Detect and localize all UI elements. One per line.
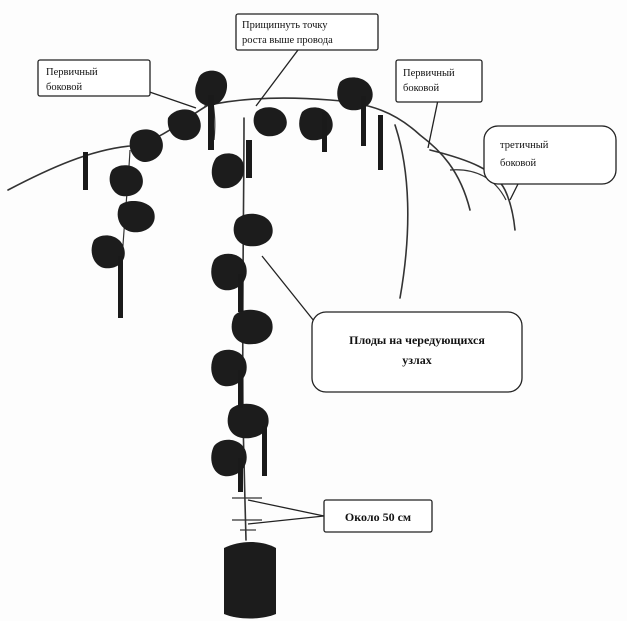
primary-wire-vine (204, 97, 471, 211)
label-right-lateral-line2: боковой (403, 83, 440, 94)
fruit-upper-left-2 (129, 129, 163, 162)
fruit-center-6 (227, 403, 269, 439)
fruit-right-top-2 (299, 107, 333, 141)
label-top-center-line1: Прищипнуть точку (242, 20, 328, 31)
fruit-left-4 (117, 200, 155, 233)
label-right-lateral: Первичный боковой (395, 59, 483, 103)
tertiary-lateral-vine (429, 149, 516, 231)
label-fruits: Плоды на чередующихся узлах (311, 311, 523, 393)
fruit-right-top-3 (337, 77, 373, 111)
tertiary-lateral-branch (449, 169, 507, 201)
fruits (91, 70, 373, 477)
fruit-center-2 (233, 213, 273, 247)
leader-top-center (255, 49, 299, 107)
fruit-center-4 (231, 309, 273, 345)
leader-right-lateral (427, 99, 439, 149)
fruit-right-top-1 (253, 107, 287, 137)
fruit-stalks (83, 95, 383, 492)
leader-spacing-2 (247, 515, 325, 525)
label-tertiary-line1: третичный (500, 140, 549, 151)
fruit-left-3 (109, 165, 143, 197)
fruit-top-center (195, 70, 228, 106)
fruit-upper-left-1 (167, 109, 201, 141)
label-spacing-text: Около 50 см (345, 510, 411, 524)
label-tertiary-line2: боковой (500, 158, 537, 169)
label-right-lateral-line1: Первичный (403, 68, 455, 79)
pot (224, 542, 276, 619)
fruit-center-5 (211, 349, 247, 387)
right-primary-lateral-droop (394, 124, 409, 299)
label-tertiary: третичный боковой (483, 125, 617, 185)
spacing-markers (232, 497, 262, 531)
fruit-center-3 (211, 253, 247, 291)
leader-lines (137, 49, 521, 525)
label-fruits-line2: узлах (402, 353, 432, 367)
label-left-lateral: Первичный боковой (37, 59, 151, 97)
leader-fruits (261, 255, 319, 327)
label-fruits-line1: Плоды на чередующихся (349, 333, 485, 347)
label-top-center: Прищипнуть точку роста выше провода (235, 13, 379, 51)
fruit-center-7 (211, 439, 247, 477)
label-left-lateral-line2: боковой (46, 82, 83, 93)
label-spacing: Около 50 см (323, 499, 433, 533)
label-top-center-line2: роста выше провода (242, 35, 333, 46)
fruit-center-1 (211, 153, 245, 189)
fruit-left-5 (91, 235, 125, 269)
label-left-lateral-line1: Первичный (46, 67, 98, 78)
leader-spacing-1 (247, 499, 325, 517)
